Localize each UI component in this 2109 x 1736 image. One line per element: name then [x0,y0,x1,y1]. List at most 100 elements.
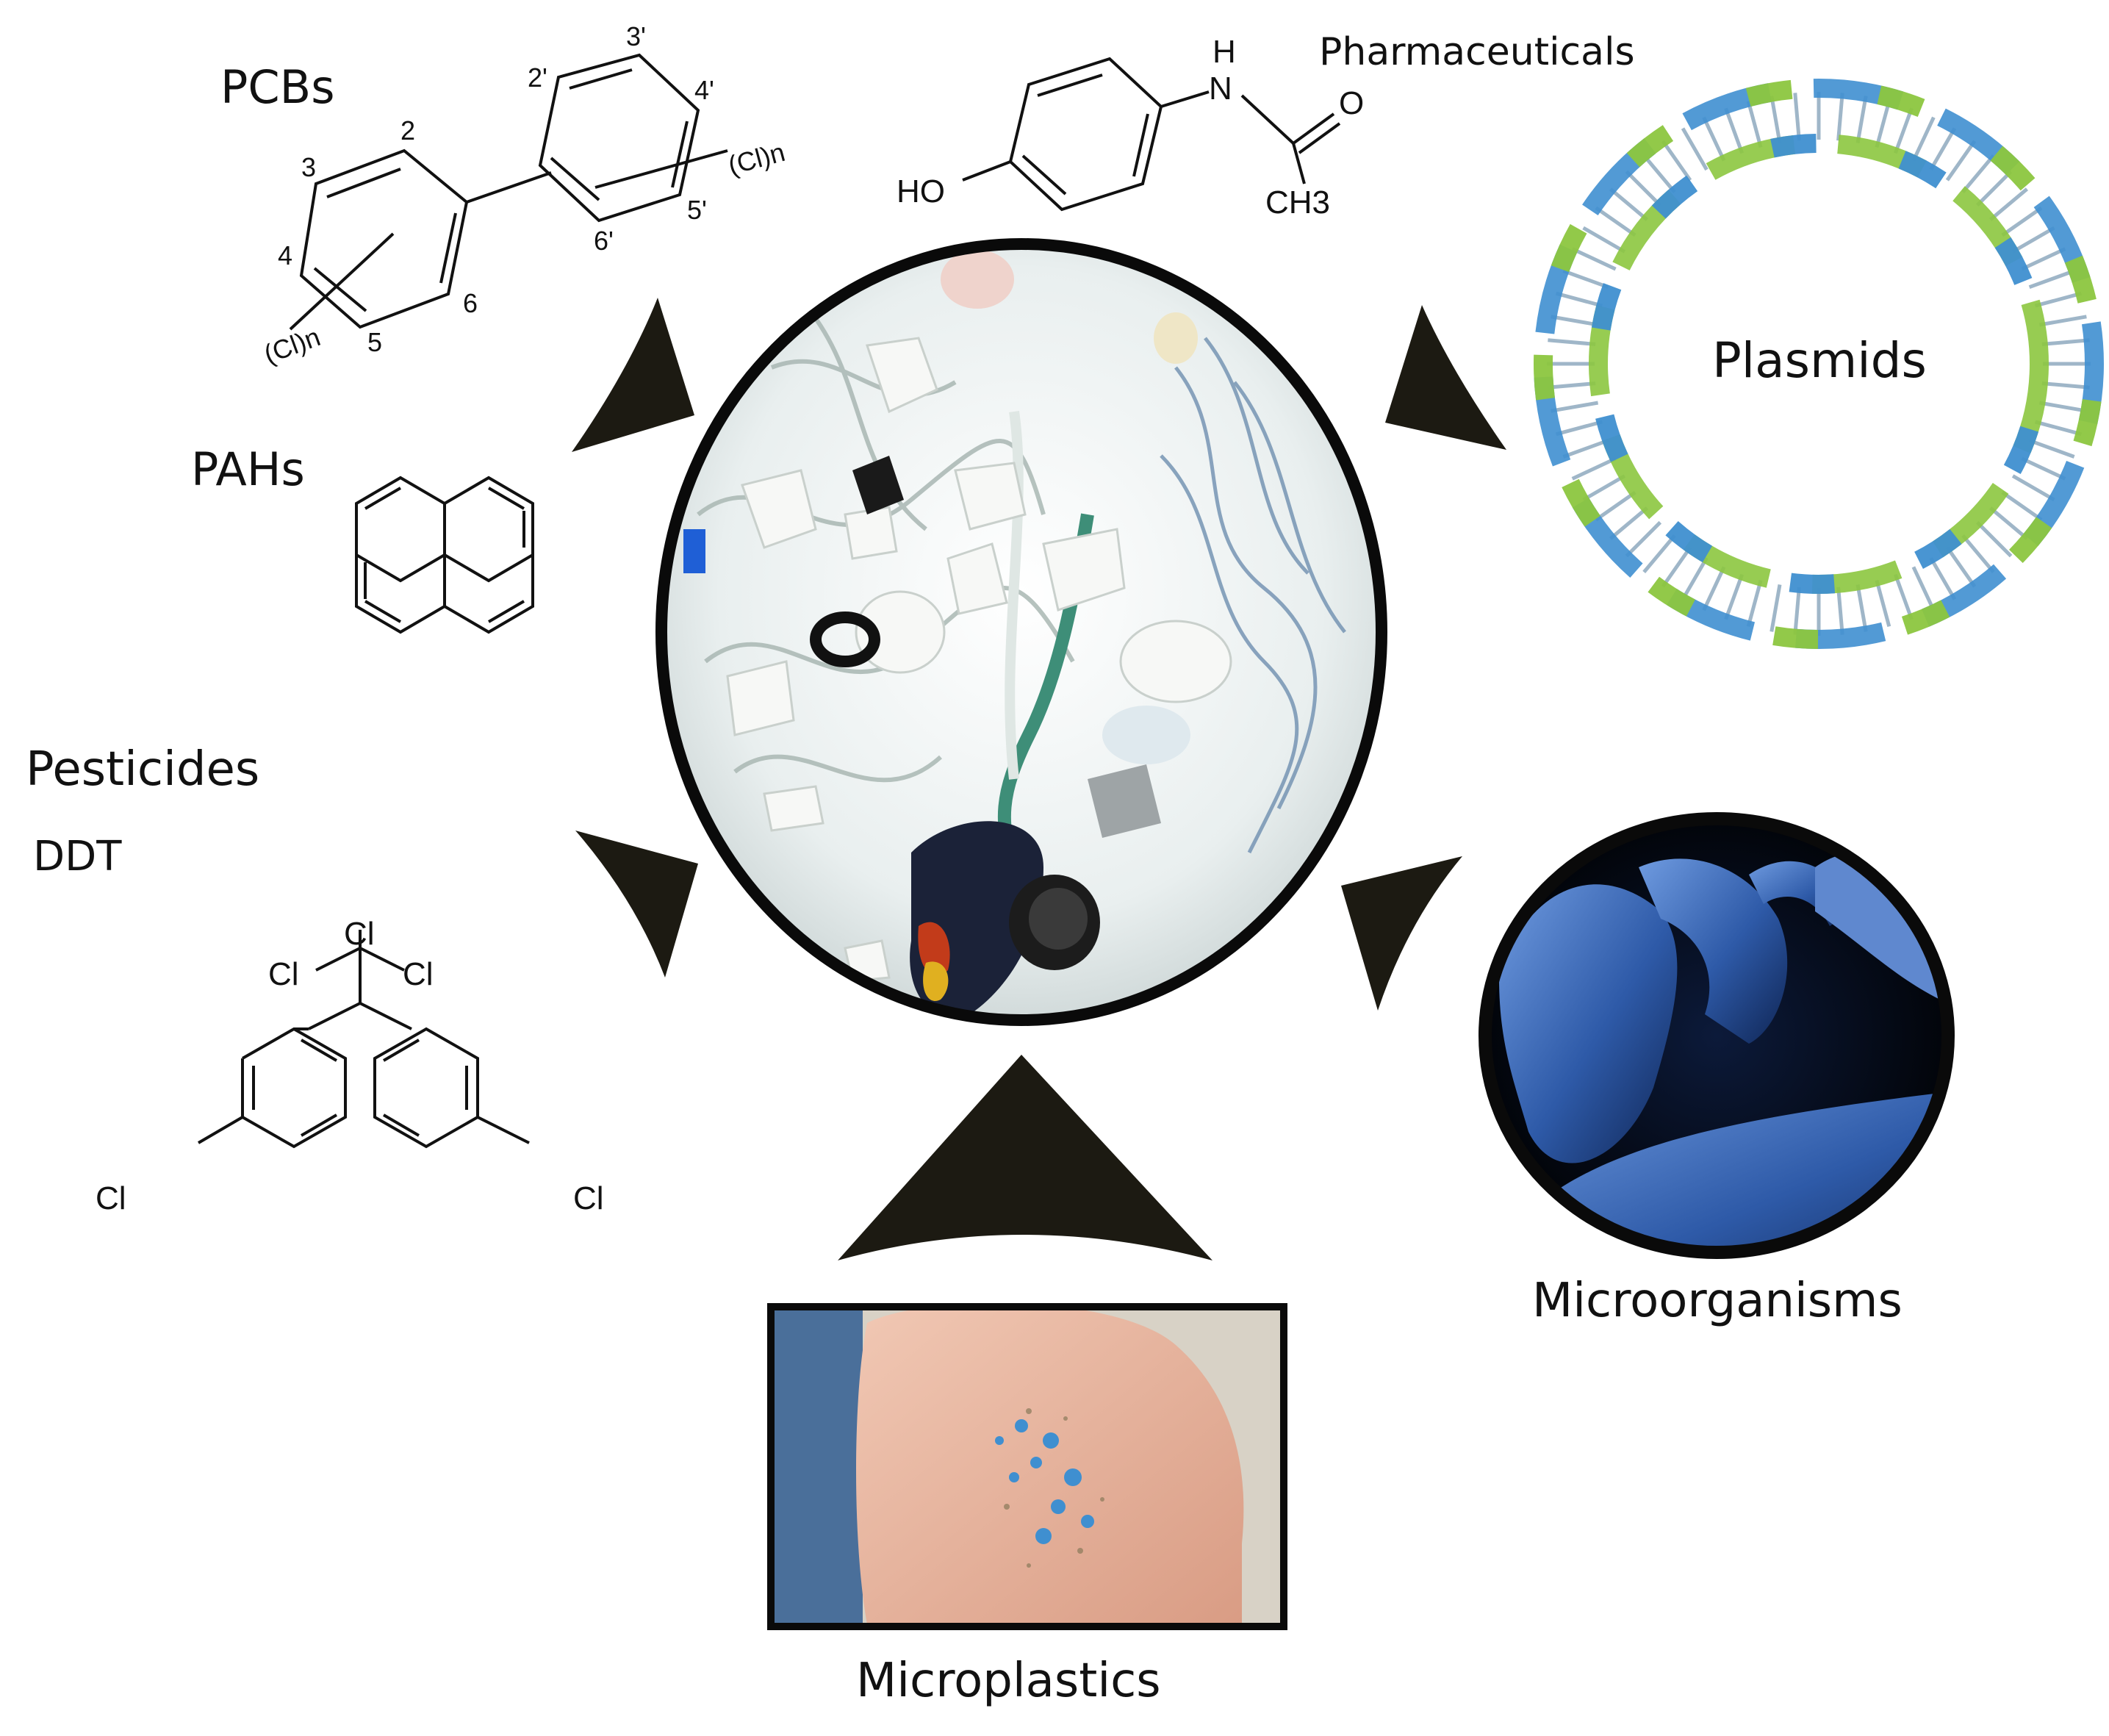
base-pair-rung [1875,579,1891,628]
base-pair-rung [1625,170,1662,207]
base-pair-rung [1595,206,1636,237]
plasmid-dna-ring [1534,79,2104,649]
label-pcbs: PCBs [220,60,335,114]
base-pair-rung [1562,269,1609,290]
bacteria-circle-frame [1479,812,1955,1259]
base-pair-rung [1929,556,1957,600]
base-pair-rung [1961,534,1995,574]
base-pair-rung [1661,140,1692,182]
base-pair-rung [2021,456,2066,481]
pcb-atom-3p: 3' [626,21,646,51]
base-pair-rung [1793,93,1801,141]
base-pair-rung [1582,474,1626,502]
base-pair-rung [1609,506,1649,540]
base-pair-rung [2021,247,2066,271]
base-pair-rung [1945,546,1977,588]
base-pair-rung [1595,490,1636,522]
pharma-atom-o: O [1339,85,1364,121]
microplastics-hand-photo [767,1303,1287,1630]
pharma-atom-ho: HO [897,173,945,209]
base-pair-rung [1770,96,1782,144]
base-pair-rung [1609,187,1649,221]
ddt-cl-right: Cl [403,956,434,992]
base-pair-rung [1702,566,1726,611]
base-pair-rung [1911,566,1936,611]
base-pair-rung [2034,420,2083,437]
pcb-atom-2p: 2' [528,62,547,93]
base-pair-rung [1945,140,1977,182]
base-pair-rung [1571,247,1617,271]
ddt-cl-ring-right: Cl [573,1180,604,1216]
base-pair-rung [1702,116,1726,162]
ddt-cl-top: Cl [344,916,375,952]
base-pair-rung [1661,546,1692,588]
bacteria-image [1479,812,1955,1259]
base-pair-rung [2038,401,2087,413]
base-pair-rung [1571,456,1617,481]
base-pair-rung [1975,170,2013,207]
arrow-top-left [572,298,694,452]
base-pair-rung [2001,490,2043,522]
pcb-atom-4p: 4' [694,75,714,105]
pcb-atom-6: 6 [463,288,478,318]
pcb-structure [289,53,728,331]
pcb-atom-4: 4 [278,240,292,270]
base-pair-rung [2001,206,2043,237]
arrow-right [1341,856,1462,1011]
label-microplastics: Microplastics [856,1654,1161,1708]
pcb-atom-3: 3 [301,152,316,182]
base-pair-rung [1642,154,1676,194]
label-plasmids: Plasmids [1712,332,1927,389]
base-pair-rung [1911,116,1936,162]
base-pair-rung [2028,269,2075,290]
base-pair-rung [2038,315,2087,327]
arrow-bottom [838,1055,1212,1260]
pcb-atom-2: 2 [400,115,415,146]
label-ddt: DDT [33,833,122,880]
label-microorganisms: Microorganisms [1532,1274,1903,1328]
ddt-cl-left: Cl [268,956,299,992]
base-pair-rung [1562,438,1609,459]
base-pair-rung [1975,520,2013,558]
pcb-atom-6p: 6' [594,226,614,256]
pcb-atom-5: 5 [367,327,382,357]
label-pharmaceuticals: Pharmaceuticals [1319,30,1635,74]
base-pair-rung [1746,579,1763,628]
ddt-structure [197,930,530,1149]
microplastic-debris-image [655,238,1387,1026]
base-pair-rung [2041,381,2090,390]
base-pair-rung [1548,381,1596,390]
pharma-atom-ch3: CH3 [1265,184,1330,220]
base-pair-rung [1988,506,2029,540]
arrow-left [575,831,698,978]
pharma-atom-n: N [1209,71,1232,107]
base-pair-rung [2011,226,2055,254]
base-pair-rung [1724,573,1745,620]
base-pair-rung [1855,96,1868,144]
base-pair-rung [1929,127,1957,171]
ddt-cl-ring-left: Cl [96,1180,126,1216]
pcb-cl-left: (Cl)n [260,321,324,369]
base-pair-rung [1961,154,1995,194]
pharmaceutical-structure [962,57,1341,212]
base-pair-rung [1625,520,1662,558]
base-pair-rung [1681,556,1709,600]
base-pair-rung [2041,338,2090,346]
base-pair-rung [1836,93,1844,141]
base-pair-rung [1875,100,1891,148]
base-pair-rung [1548,338,1596,346]
label-pesticides: Pesticides [26,742,260,797]
base-pair-rung [1855,584,1868,632]
base-pair-rung [1893,107,1914,154]
base-pair-rung [1681,127,1709,171]
pah-structure [355,476,534,634]
base-pair-rung [1836,587,1844,635]
base-pair-rung [1642,534,1676,574]
pcb-atom-5p: 5' [687,195,707,225]
label-pahs: PAHs [191,442,305,496]
base-pair-rung [1988,187,2029,221]
base-pair-rung [1551,401,1599,413]
base-pair-rung [1551,315,1599,327]
base-pair-rung [1555,420,1603,437]
base-pair-rung [2034,291,2083,308]
